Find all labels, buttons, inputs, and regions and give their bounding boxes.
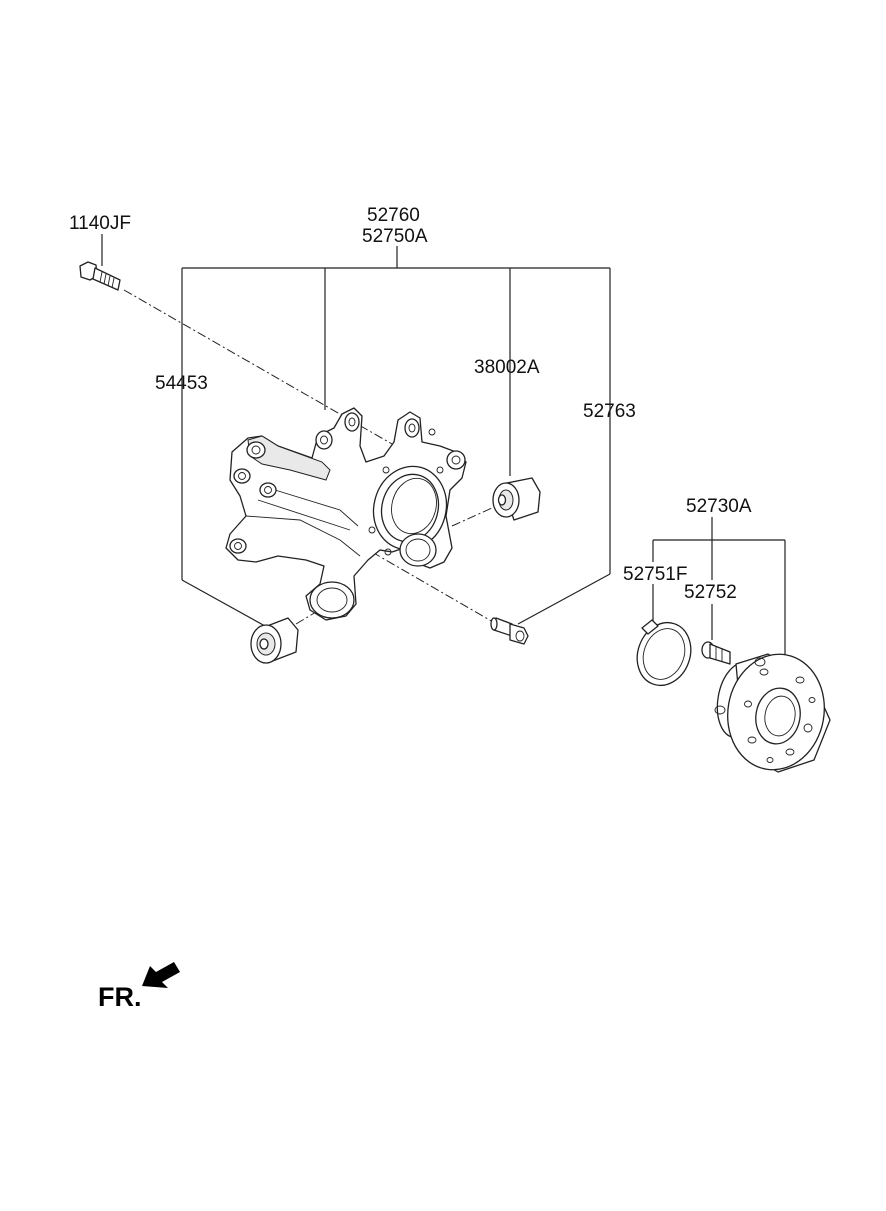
label-1140jf: 1140JF bbox=[69, 213, 131, 234]
leader-lines bbox=[101, 234, 786, 664]
bushing-38002a bbox=[492, 477, 541, 521]
hub-assembly-52730a bbox=[714, 653, 831, 773]
hub-bolt-52752 bbox=[701, 641, 731, 665]
bolt-52763 bbox=[490, 617, 529, 645]
steering-knuckle bbox=[225, 407, 467, 621]
sensor-ring-52751f bbox=[636, 619, 692, 687]
label-52730a: 52730A bbox=[686, 496, 752, 517]
label-38002a: 38002A bbox=[474, 357, 540, 378]
label-52760: 52760 bbox=[367, 205, 420, 226]
fr-label: FR. bbox=[98, 982, 142, 1012]
label-52751f: 52751F bbox=[623, 564, 687, 585]
label-52752: 52752 bbox=[684, 582, 737, 603]
bolt-1140jf bbox=[79, 261, 121, 291]
front-indicator: FR. bbox=[98, 962, 180, 1012]
front-arrow-icon bbox=[142, 962, 180, 988]
bushing-54453 bbox=[250, 617, 299, 664]
label-52750a: 52750A bbox=[362, 226, 428, 247]
